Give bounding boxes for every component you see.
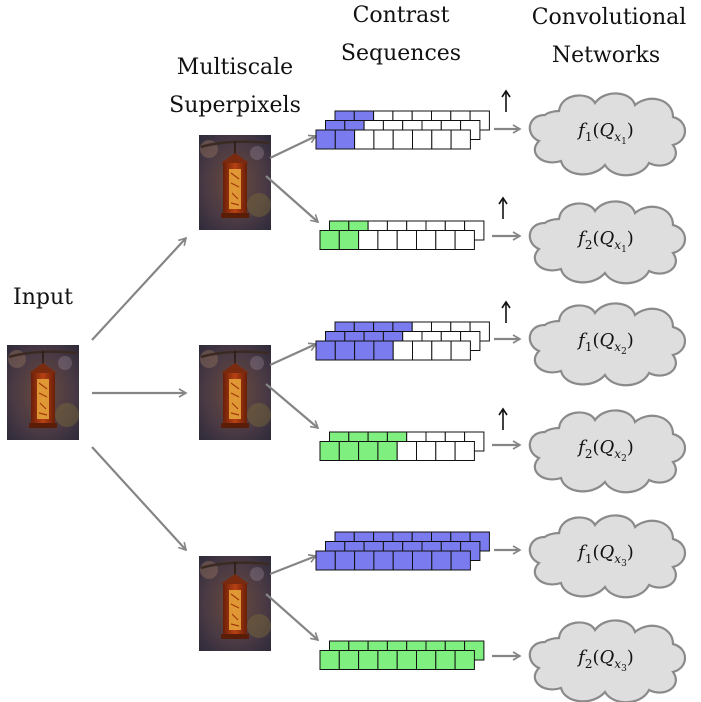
sequence-cell [396,441,418,461]
sequence-arrows [492,124,522,661]
convnet-label-line1: Convolutional [532,5,687,30]
sequence-cell [334,129,356,150]
contrast-sequence [315,321,490,361]
sequence-cell [416,441,437,461]
multiscale-label-line2: Superpixels [169,93,301,118]
sequence-cell [435,230,456,250]
sequence-cell [319,230,340,250]
sequence-cell [454,650,475,670]
sequence-cell [412,129,433,150]
up-arrow-icon [498,196,508,219]
sequence-cell [435,441,456,461]
up-arrow-icon [498,407,508,430]
sequence-cell [431,550,452,571]
sequence-cell [416,230,437,250]
contrast-sequence [319,640,485,670]
sequence-cell [354,340,375,361]
network-cloud: f1(Qx2) [528,302,687,387]
sequence-cell [431,129,452,150]
sequence-cell [354,550,375,571]
network-function-label: f2(Qx2) [576,437,634,464]
sequence-cell [396,230,418,250]
sequence-cell [431,340,452,361]
input-arrows [91,236,188,552]
sequence-cell [416,650,437,670]
network-cloud: f2(Qx2) [528,409,687,494]
sequence-cell [334,550,356,571]
contrast-label-line2: Sequences [341,41,461,66]
arrow-scale-1-to-seq-2 [265,175,320,224]
convnet-label-line2: Networks [552,43,660,68]
sequence-cell [454,230,475,250]
sequence-cell [373,340,394,361]
sequence-cell [338,650,360,670]
input-image [5,343,81,442]
superpixel-image-scale-2 [197,343,273,442]
sequence-cell [412,550,433,571]
up-indicators [498,89,511,430]
contrast-sequence [315,531,490,571]
header-contrast-sequences: Contrast Sequences [341,3,461,66]
header-multiscale-superpixels: Multiscale Superpixels [169,55,301,118]
up-arrow-icon [501,300,511,323]
superpixel-arrows [265,134,320,642]
sequence-cell [354,129,375,150]
sequence-cell [396,650,418,670]
superpixel-image-scale-1 [197,133,273,232]
contrast-sequence [319,220,485,250]
sequence-cell [392,340,414,361]
header-input: Input [13,285,73,310]
network-cloud: f1(Qx3) [528,514,687,599]
arrow-input-to-scale-1 [91,236,188,341]
network-cloud: f1(Qx1) [528,92,687,177]
sequence-cell [338,441,360,461]
convolutional-networks: f1(Qx1) f2(Qx1) f1(Qx2) f2(Qx2) f1(Qx3) f2(Qx… [528,92,687,702]
contrast-label-line1: Contrast [353,3,450,28]
arrow-input-to-scale-3 [91,446,188,552]
sequence-cell [319,650,340,670]
sequence-cell [377,650,398,670]
network-function-label: f2(Qx1) [576,228,634,255]
network-cloud: f2(Qx1) [528,200,687,285]
network-function-label: f2(Qx3) [576,647,634,674]
sequence-cell [358,441,379,461]
sequence-cell [338,230,360,250]
arrow-scale-3-to-seq-2 [265,593,320,642]
sequence-cell [334,340,356,361]
header-convolutional-networks: Convolutional Networks [532,5,687,68]
sequence-cell [454,441,475,461]
sequence-cell [450,340,471,361]
sequence-cell [377,230,398,250]
sequence-cell [392,129,414,150]
sequence-cell [377,441,398,461]
network-cloud: f2(Qx3) [528,619,687,702]
contrast-sequence [315,110,490,150]
sequence-cell [412,340,433,361]
sequence-cell [358,230,379,250]
arrow-scale-2-to-seq-2 [265,383,320,430]
sequence-cell [450,550,471,571]
input-label: Input [13,285,73,310]
contrast-sequence [319,431,485,461]
arrow-scale-2-to-seq-1 [269,342,318,367]
superpixel-image-scale-3 [197,554,273,653]
multiscale-label-line1: Multiscale [177,55,293,80]
sequence-cell [373,129,394,150]
sequence-cell [435,650,456,670]
sequence-cell [373,550,394,571]
sequence-cell [358,650,379,670]
sequence-cell [315,340,336,361]
sequence-cell [392,550,414,571]
sequence-cell [315,129,336,150]
sequence-cell [315,550,336,571]
sequence-cell [319,441,340,461]
contrast-sequences [315,110,490,670]
arrow-scale-3-to-seq-1 [269,554,318,576]
sequence-cell [450,129,471,150]
up-arrow-icon [501,89,511,112]
arrow-scale-1-to-seq-1 [269,134,318,159]
